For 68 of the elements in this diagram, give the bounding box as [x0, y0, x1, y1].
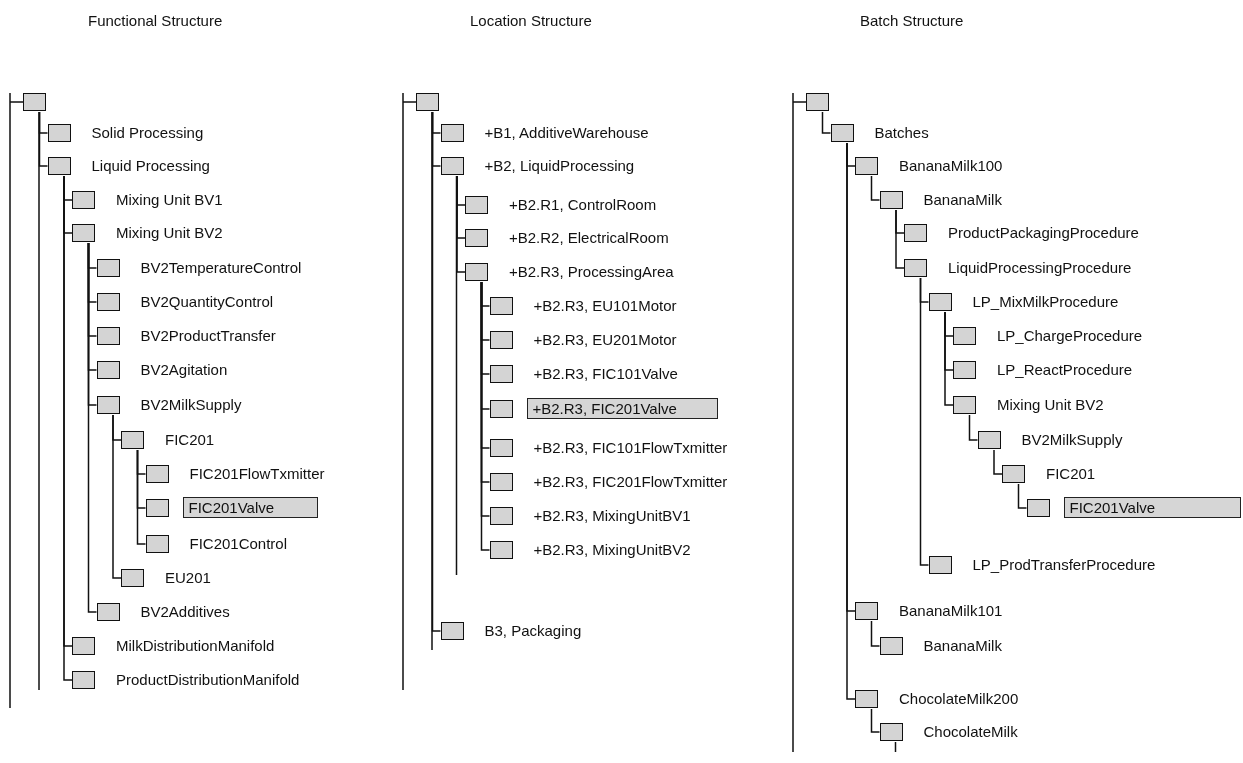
node-label: BV2MilkSupply [140, 396, 242, 414]
node-label: BV2Agitation [140, 361, 228, 379]
structure-heading: Functional Structure [88, 12, 223, 29]
node-label: BV2QuantityControl [140, 293, 274, 311]
node-label: BV2MilkSupply [1021, 431, 1123, 449]
selected-node-label: FIC201Valve [1063, 497, 1241, 518]
tree-connector [870, 175, 881, 201]
node-label: +B2.R3, FIC101FlowTxmitter [533, 439, 728, 457]
node-label: FIC201Control [189, 535, 288, 553]
node-label: BananaMilk100 [899, 157, 1003, 175]
tree-connector [846, 142, 856, 700]
node-label: +B2.R3, EU201Motor [533, 331, 677, 349]
node-label: MilkDistributionManifold [116, 637, 275, 655]
node-label: LP_ProdTransferProcedure [972, 556, 1156, 574]
tree-connector [919, 277, 930, 566]
tree-connector [895, 209, 905, 269]
node-label: LP_MixMilkProcedure [972, 293, 1119, 311]
tree-connector [431, 111, 442, 632]
node-label: Mixing Unit BV2 [997, 396, 1104, 414]
tree-connector [821, 111, 832, 134]
node-label: +B2.R3, MixingUnitBV1 [533, 507, 691, 525]
node-label: +B2.R3, ProcessingArea [509, 263, 674, 281]
tree-connector [1017, 483, 1028, 509]
node-label: +B1, AdditiveWarehouse [484, 124, 649, 142]
node-label: ProductPackagingProcedure [948, 224, 1139, 242]
node-label: Batches [874, 124, 929, 142]
tree-connector [87, 242, 98, 613]
node-label: +B2.R3, MixingUnitBV2 [533, 541, 691, 559]
node-label: FIC201FlowTxmitter [189, 465, 325, 483]
selected-node-label: FIC201Valve [182, 497, 318, 518]
node-label: BV2ProductTransfer [140, 327, 276, 345]
structure-heading: Location Structure [470, 12, 592, 29]
node-label: BananaMilk [923, 637, 1002, 655]
node-label: BananaMilk [923, 191, 1002, 209]
node-label: Mixing Unit BV2 [116, 224, 223, 242]
node-label: ChocolateMilk200 [899, 690, 1019, 708]
node-label: BV2TemperatureControl [140, 259, 302, 277]
tree-connector [456, 175, 466, 273]
node-label: +B2.R2, ElectricalRoom [509, 229, 669, 247]
selected-node-label: +B2.R3, FIC201Valve [526, 398, 718, 419]
node-label: ProductDistributionManifold [116, 671, 300, 689]
node-label: +B2, LiquidProcessing [484, 157, 635, 175]
tree-connector [870, 708, 881, 733]
tree-connector [38, 111, 49, 167]
node-label: +B2.R3, EU101Motor [533, 297, 677, 315]
node-label: +B2.R3, FIC201FlowTxmitter [533, 473, 728, 491]
tree-connector [136, 449, 147, 545]
tree-connector [968, 414, 979, 441]
node-label: Solid Processing [91, 124, 204, 142]
node-label: B3, Packaging [484, 622, 582, 640]
node-label: LP_ReactProcedure [997, 361, 1133, 379]
node-label: ChocolateMilk [923, 723, 1018, 741]
node-label: Mixing Unit BV1 [116, 191, 223, 209]
node-label: FIC201 [165, 431, 215, 449]
node-label: BananaMilk101 [899, 602, 1003, 620]
tree-connector [112, 414, 122, 579]
structure-heading: Batch Structure [860, 12, 964, 29]
node-label: +B2.R3, FIC101Valve [533, 365, 678, 383]
node-label: +B2.R1, ControlRoom [509, 196, 657, 214]
tree-connector [944, 311, 954, 406]
node-label: BV2Additives [140, 603, 230, 621]
node-label: Liquid Processing [91, 157, 210, 175]
node-label: LP_ChargeProcedure [997, 327, 1143, 345]
tree-connector [993, 449, 1003, 475]
node-label: FIC201 [1046, 465, 1096, 483]
node-label: LiquidProcessingProcedure [948, 259, 1132, 277]
tree-connector [870, 620, 881, 647]
node-label: EU201 [165, 569, 211, 587]
